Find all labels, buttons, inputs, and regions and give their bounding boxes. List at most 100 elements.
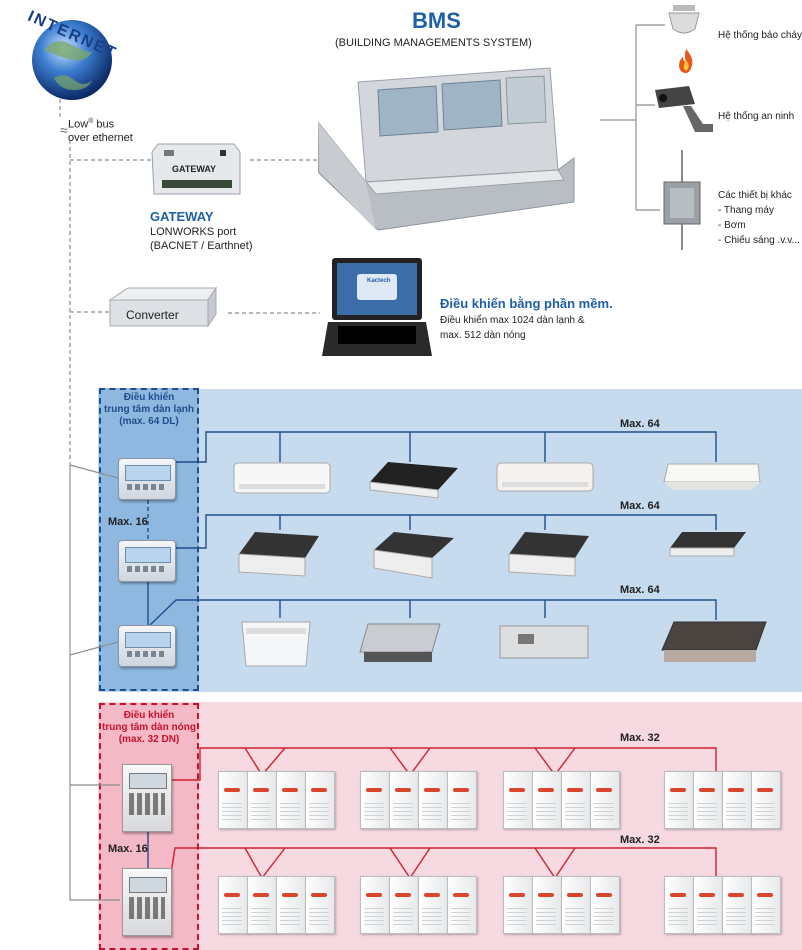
laptop-software: Kactech [322,256,432,360]
indoor-central-controller-2 [118,540,176,582]
electrical-panel-icon [663,150,701,250]
software-line2: max. 512 dàn nóng [440,330,526,341]
cassette-ac-icon [669,532,746,557]
indoor-central-controller-3 [118,625,176,667]
outdoor-unit-module [276,771,306,829]
indoor-central-controller-1 [118,458,176,500]
outdoor-row-max-1: Max. 32 [620,732,660,744]
laptop-icon [322,258,432,356]
outdoor-unit-module [561,771,591,829]
outdoor-unit-module [305,771,335,829]
outdoor-unit-module [360,771,390,829]
outdoor-max-controllers: Max. 16 [108,843,148,855]
cassette-ac-icon [373,532,454,579]
converter-label: Converter [126,308,179,322]
bus-label-start: Low [68,118,89,131]
outdoor-box-title-line3: (max. 32 DN) [118,734,180,745]
indoor-box-title-line2: trung tâm dàn lạnh [104,404,194,415]
security-camera [655,84,713,136]
gateway-title: GATEWAY [150,209,214,224]
smoke-detector-icon [668,5,700,34]
other-devices-title: Các thiết bị khác [718,190,792,201]
converter-device: Converter [108,286,218,328]
outdoor-unit-module [590,876,620,934]
gateway-port-line1: LONWORKS port [150,226,237,238]
gateway-device-label: GATEWAY [172,164,217,174]
cassette-indoor-unit [505,530,591,587]
outdoor-unit-module [693,771,723,829]
security-camera-icon [655,86,713,132]
outdoor-unit-module [247,876,277,934]
outdoor-unit-module [447,876,477,934]
outdoor-central-controller-1 [122,764,172,832]
outdoor-box-title-line2: trung tâm dàn nóng [102,722,196,733]
indoor-row-max-3: Max. 64 [620,584,660,596]
outdoor-unit-module [503,876,533,934]
ducted-indoor-unit [660,620,768,671]
bms-console [317,62,580,232]
indoor-box-title-line1: Điều khiển [123,392,175,403]
floor-ac-icon [241,621,311,667]
flame-icon [679,49,693,73]
outdoor-unit-module [305,876,335,934]
gateway-device: GATEWAY [150,140,242,200]
gateway-box-icon [151,143,241,195]
ceiling-cassette-indoor-unit [668,530,748,565]
outdoor-unit-module [751,771,781,829]
internet-globe: INTERNET [14,0,134,110]
outdoor-unit-module [247,771,277,829]
duct-ac-icon [499,625,589,659]
outdoor-unit-module [418,771,448,829]
outdoor-unit-module [693,876,723,934]
wall-ac-icon [233,462,331,494]
ceiling-indoor-unit [662,462,762,497]
outdoor-unit-module [722,771,752,829]
indoor-box-title-line3: (max. 64 DL) [119,416,179,427]
floor-standing-indoor-unit [240,618,312,673]
duct-ac-icon [359,623,441,662]
smoke-detector [665,5,703,39]
outdoor-central-controller-2 [122,868,172,936]
outdoor-unit-module [722,876,752,934]
outdoor-unit-module [590,771,620,829]
outdoor-unit-module [389,771,419,829]
ducted-indoor-unit [498,624,590,669]
outdoor-box-title-line1: Điều khiển [123,710,175,721]
outdoor-unit-module [751,876,781,934]
wall-mounted-indoor-unit [233,462,331,501]
outdoor-unit-module [360,876,390,934]
outdoor-unit-module [447,771,477,829]
software-line1: Điều khiển max 1024 dàn lạnh & [440,315,585,326]
cassette-indoor-unit [368,460,460,505]
other-device-item: - Chiếu sáng .v.v... [718,235,800,246]
bus-label-end: bus [93,118,115,131]
outdoor-unit-module [532,771,562,829]
cassette-ac-icon [238,532,319,577]
network-backbone [59,24,665,901]
gateway-port-line2: (BACNET / Earthnet) [150,240,253,252]
wall-ac-icon [496,462,594,492]
bus-label-line2: over ethernet [68,131,133,144]
other-device-item: - Bơm [718,220,746,231]
outdoor-unit-module [664,876,694,934]
outdoor-unit-module [664,771,694,829]
ducted-indoor-unit [358,622,442,671]
other-device-item: - Thang máy [718,205,774,216]
wall-mounted-indoor-unit [496,462,594,499]
outdoor-unit-module [276,876,306,934]
control-console-icon [317,67,575,231]
fire-icon [676,48,696,74]
other-devices-panel [660,150,704,250]
indoor-row-max-2: Max. 64 [620,500,660,512]
outdoor-unit-module [561,876,591,934]
indoor-row-max-1: Max. 64 [620,418,660,430]
outdoor-unit-module [418,876,448,934]
globe-icon [32,20,112,100]
software-title: Điều khiển bằng phần mềm. [440,296,613,311]
cassette-indoor-unit [235,530,321,587]
converter-box-icon [108,286,217,328]
ceiling-ac-icon [663,463,761,490]
duct-ac-icon [661,621,767,662]
outdoor-unit-module [218,876,248,934]
